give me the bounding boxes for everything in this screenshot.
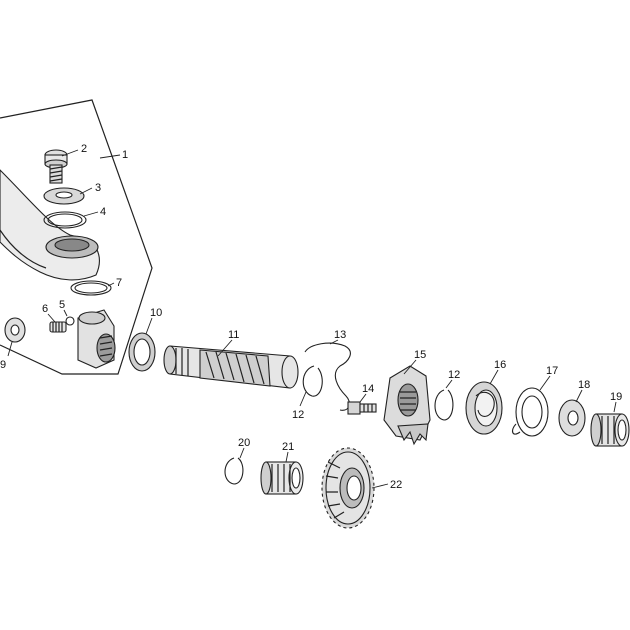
- part-5-ball: [65, 316, 75, 326]
- callout-label-13: 13: [334, 329, 346, 341]
- part-17-kick-spring: [511, 387, 549, 437]
- part-22-idler-gear: [321, 447, 375, 529]
- callout-label-11: 11: [228, 329, 239, 341]
- callout-label-3: 3: [95, 182, 101, 194]
- callout-label-5: 5: [59, 299, 65, 311]
- callout-label-17: 17: [546, 365, 558, 377]
- part-9-washer: [4, 317, 26, 343]
- part-15-ratchet-gear: [383, 365, 431, 446]
- callout-label-16: 16: [494, 359, 506, 371]
- part-10-seal: [128, 332, 156, 372]
- part-11-kick-shaft: [163, 345, 299, 389]
- callout-label-20: 20: [238, 437, 250, 449]
- lever-pivot-block: [77, 309, 116, 369]
- callout-label-6: 6: [42, 303, 48, 315]
- part-20-circlip: [224, 457, 244, 485]
- callout-label-12b: 12: [448, 369, 460, 381]
- part-2-bolt: [44, 149, 68, 184]
- part-19-bearing: [590, 413, 630, 447]
- callout-label-15: 15: [414, 349, 426, 361]
- part-18-washer: [558, 399, 586, 437]
- part-14-bolt: [347, 401, 377, 415]
- part-12b-circlip: [434, 389, 454, 421]
- part-7-o-ring: [70, 280, 112, 296]
- callout-label-2: 2: [81, 143, 87, 155]
- callout-label-14: 14: [362, 383, 374, 395]
- callout-label-12a: 12: [292, 409, 304, 421]
- callout-leaders: [7, 149, 617, 489]
- callout-label-1: 1: [122, 149, 128, 161]
- part-12a-circlip: [302, 365, 323, 397]
- part-13-wire-guide: [304, 342, 351, 411]
- callout-label-18: 18: [578, 379, 590, 391]
- kick-lever-arm-edge: [0, 229, 47, 269]
- part-21-needle-bearing: [260, 461, 304, 495]
- assembly-outline: [0, 99, 153, 375]
- callout-label-22: 22: [390, 479, 402, 491]
- callout-label-4: 4: [100, 206, 106, 218]
- callout-label-9: 9: [0, 359, 6, 371]
- callout-label-7: 7: [116, 277, 122, 289]
- callout-label-10: 10: [150, 307, 162, 319]
- lever-hub-inner: [54, 238, 90, 252]
- callout-label-21: 21: [282, 441, 294, 453]
- part-6-spring: [49, 321, 67, 333]
- callout-label-19: 19: [610, 391, 622, 403]
- part-4-o-ring: [43, 211, 87, 229]
- part-3-washer: [43, 187, 85, 205]
- callout-labels: 1 2 3 4 5 6 7 9 10 11 12 12 13 14 15 16 …: [0, 143, 622, 491]
- part-16-spring-holder: [465, 381, 503, 435]
